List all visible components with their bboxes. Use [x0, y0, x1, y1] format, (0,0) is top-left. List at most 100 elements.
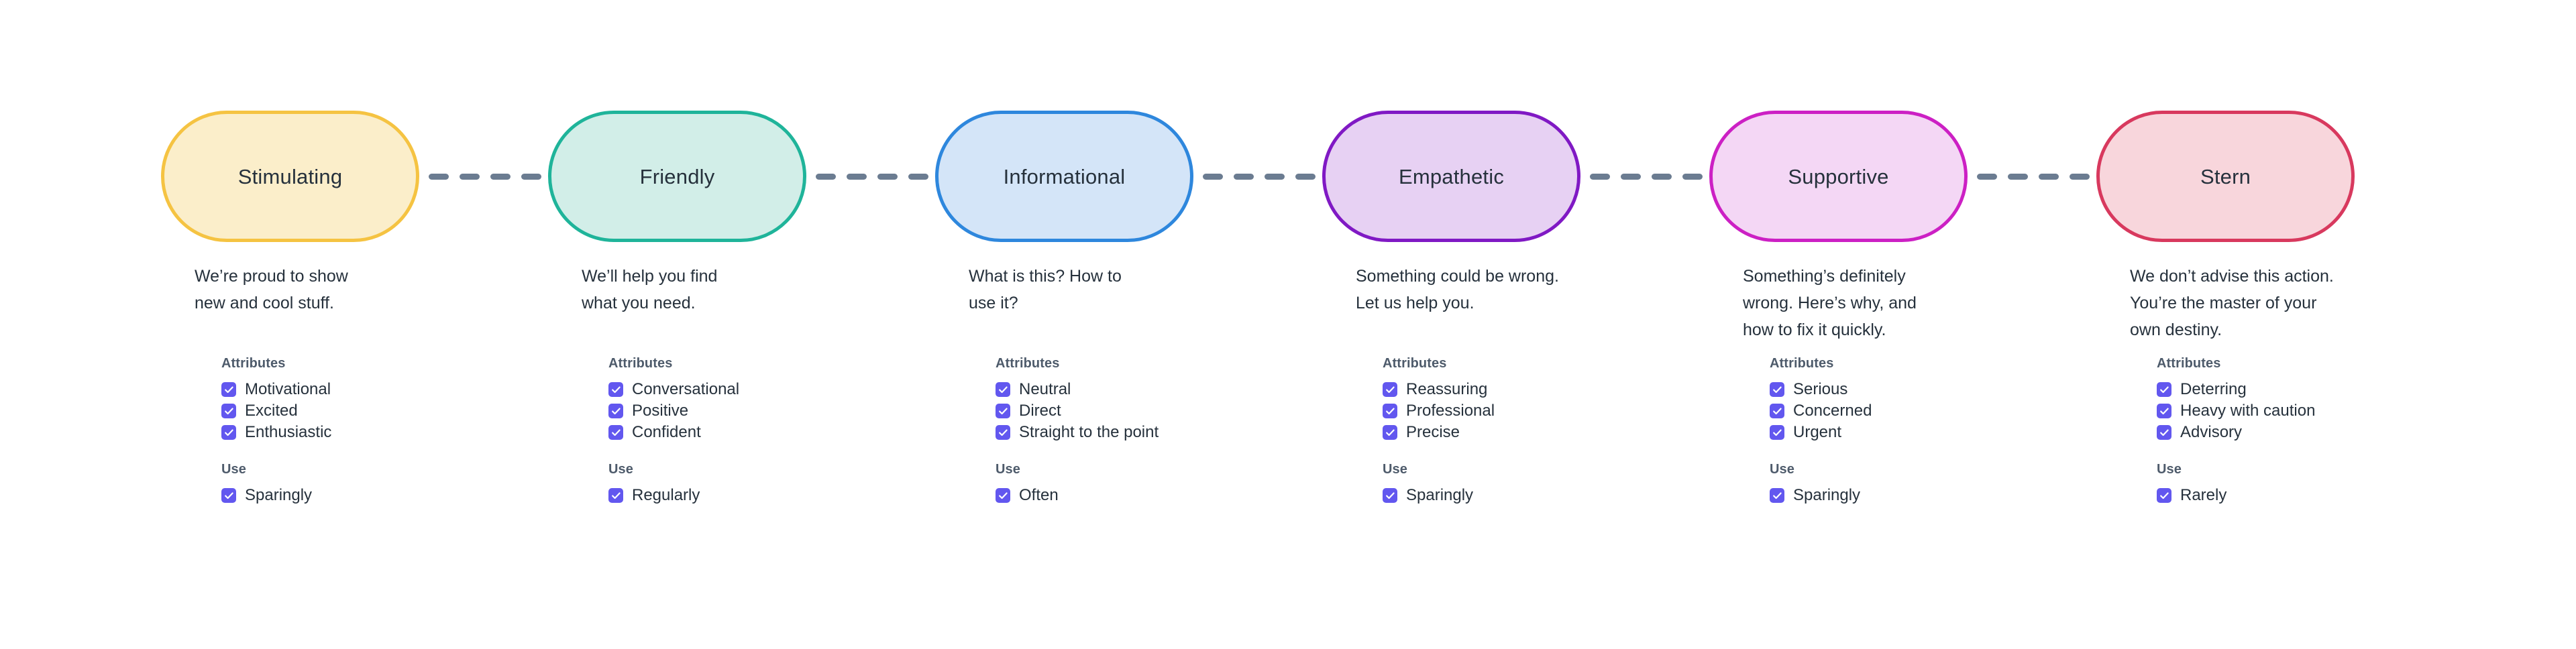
- tone-pill-cell-empathetic: Empathetic: [1322, 109, 1709, 243]
- check-icon: [2159, 492, 2169, 499]
- tone-pill-empathetic[interactable]: Empathetic: [1322, 111, 1580, 242]
- use-item[interactable]: Sparingly: [221, 485, 608, 506]
- checkbox-checked[interactable]: [221, 382, 236, 397]
- attribute-item[interactable]: Serious: [1770, 379, 2157, 400]
- attribute-item[interactable]: Professional: [1383, 401, 1770, 421]
- checkbox-checked[interactable]: [996, 425, 1010, 440]
- checkbox-checked[interactable]: [2157, 382, 2171, 397]
- checkbox-checked[interactable]: [1770, 382, 1784, 397]
- tone-connector-friendly: [816, 173, 928, 180]
- tone-pill-label: Stimulating: [237, 164, 343, 188]
- tone-description-cell-stern: We don’t advise this action. You’re the …: [2130, 263, 2517, 343]
- checkbox-checked[interactable]: [1383, 488, 1397, 503]
- attribute-item[interactable]: Confident: [608, 422, 996, 442]
- check-icon: [1772, 429, 1782, 436]
- connector-dash: [1295, 173, 1316, 180]
- tone-description-cell-empathetic: Something could be wrong. Let us help yo…: [1356, 263, 1743, 343]
- tone-pill-stern[interactable]: Stern: [2096, 111, 2355, 242]
- attribute-label: Direct: [1019, 402, 1061, 420]
- use-heading: Use: [1770, 462, 1794, 477]
- tone-description-cell-supportive: Something’s definitely wrong. Here’s why…: [1743, 263, 2130, 343]
- checkbox-checked[interactable]: [608, 425, 623, 440]
- use-heading: Use: [608, 462, 633, 477]
- tone-pill-friendly[interactable]: Friendly: [548, 111, 806, 242]
- checkbox-checked[interactable]: [608, 488, 623, 503]
- checkbox-checked[interactable]: [1770, 404, 1784, 418]
- use-label: Sparingly: [245, 486, 313, 504]
- attribute-item[interactable]: Reassuring: [1383, 379, 1770, 400]
- check-icon: [1385, 408, 1395, 414]
- checkbox-checked[interactable]: [1770, 488, 1784, 503]
- use-item[interactable]: Sparingly: [1383, 485, 1770, 506]
- attribute-item[interactable]: Neutral: [996, 379, 1383, 400]
- attribute-label: Conversational: [632, 380, 740, 398]
- checkbox-checked[interactable]: [1383, 404, 1397, 418]
- checkbox-checked[interactable]: [221, 404, 236, 418]
- check-icon: [2159, 429, 2169, 436]
- attribute-item[interactable]: Straight to the point: [996, 422, 1383, 442]
- attribute-item[interactable]: Urgent: [1770, 422, 2157, 442]
- checkbox-checked[interactable]: [996, 382, 1010, 397]
- use-heading: Use: [996, 462, 1020, 477]
- checkbox-checked[interactable]: [221, 488, 236, 503]
- checkbox-checked[interactable]: [996, 488, 1010, 503]
- attribute-item[interactable]: Precise: [1383, 422, 1770, 442]
- use-item[interactable]: Sparingly: [1770, 485, 2157, 506]
- attributes-heading: Attributes: [996, 356, 1060, 371]
- use-list-informational: Often: [996, 485, 1383, 506]
- use-label: Regularly: [632, 486, 700, 504]
- check-icon: [224, 408, 233, 414]
- attribute-item[interactable]: Advisory: [2157, 422, 2544, 442]
- check-icon: [2159, 408, 2169, 414]
- attribute-label: Neutral: [1019, 380, 1071, 398]
- attribute-item[interactable]: Positive: [608, 401, 996, 421]
- connector-dash: [1203, 173, 1223, 180]
- checkbox-checked[interactable]: [2157, 488, 2171, 503]
- check-icon: [1385, 429, 1395, 436]
- checkbox-checked[interactable]: [2157, 425, 2171, 440]
- attribute-item[interactable]: Conversational: [608, 379, 996, 400]
- attribute-label: Advisory: [2180, 423, 2243, 441]
- tone-description-supportive: Something’s definitely wrong. Here’s why…: [1743, 267, 1917, 339]
- tone-pill-informational[interactable]: Informational: [935, 111, 1193, 242]
- tone-description-friendly: We’ll help you find what you need.: [582, 267, 718, 312]
- checkbox-checked[interactable]: [996, 404, 1010, 418]
- attributes-heading: Attributes: [221, 356, 286, 371]
- use-item[interactable]: Rarely: [2157, 485, 2544, 506]
- tone-description-cell-informational: What is this? How to use it?: [969, 263, 1356, 343]
- attribute-item[interactable]: Heavy with caution: [2157, 401, 2544, 421]
- attribute-item[interactable]: Deterring: [2157, 379, 2544, 400]
- checkbox-checked[interactable]: [1383, 425, 1397, 440]
- tone-description-empathetic: Something could be wrong. Let us help yo…: [1356, 267, 1559, 312]
- tone-description-informational: What is this? How to use it?: [969, 267, 1122, 312]
- checkbox-checked[interactable]: [1383, 382, 1397, 397]
- tone-pill-supportive[interactable]: Supportive: [1709, 111, 1968, 242]
- tone-pill-stimulating[interactable]: Stimulating: [161, 111, 419, 242]
- attribute-item[interactable]: Enthusiastic: [221, 422, 608, 442]
- tone-connector-informational: [1203, 173, 1316, 180]
- connector-dash: [490, 173, 511, 180]
- tone-description-stern: We don’t advise this action. You’re the …: [2130, 267, 2334, 339]
- checkbox-checked[interactable]: [221, 425, 236, 440]
- checkbox-checked[interactable]: [608, 382, 623, 397]
- connector-dash: [816, 173, 836, 180]
- check-icon: [1385, 492, 1395, 499]
- checkbox-checked[interactable]: [2157, 404, 2171, 418]
- use-item[interactable]: Regularly: [608, 485, 996, 506]
- attribute-item[interactable]: Motivational: [221, 379, 608, 400]
- check-icon: [998, 386, 1008, 393]
- attribute-label: Straight to the point: [1019, 423, 1159, 441]
- use-item[interactable]: Often: [996, 485, 1383, 506]
- connector-dash: [521, 173, 541, 180]
- checkbox-checked[interactable]: [1770, 425, 1784, 440]
- attribute-item[interactable]: Concerned: [1770, 401, 2157, 421]
- checkbox-checked[interactable]: [608, 404, 623, 418]
- attribute-item[interactable]: Excited: [221, 401, 608, 421]
- attribute-item[interactable]: Direct: [996, 401, 1383, 421]
